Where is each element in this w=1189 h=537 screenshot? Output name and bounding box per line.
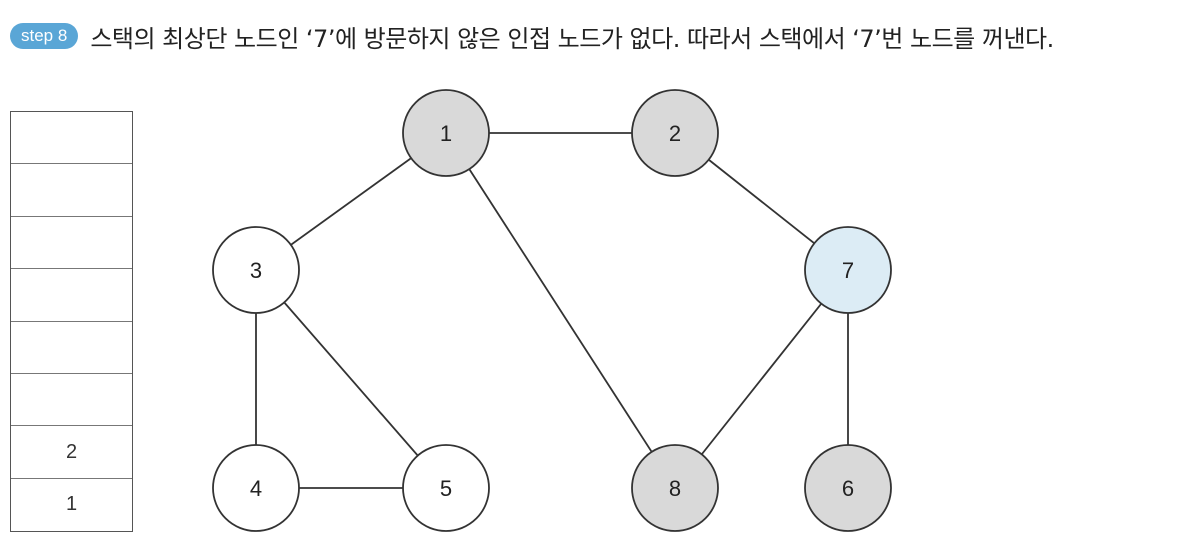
stack-cell: 1	[65, 493, 78, 516]
node-label: 1	[440, 121, 452, 146]
node-label: 2	[669, 121, 681, 146]
step-description: 스택의 최상단 노드인 ‘7’에 방문하지 않은 인접 노드가 없다. 따라서 …	[90, 24, 1054, 53]
node-circle	[631, 444, 719, 532]
stack-cell	[11, 164, 132, 217]
node-circle	[212, 444, 300, 532]
node-6: 6	[804, 444, 892, 532]
node-circle	[804, 444, 892, 532]
stack-cell: 2	[11, 426, 132, 479]
stack-cell	[11, 269, 132, 322]
step-badge: step 8	[10, 23, 79, 49]
node-2: 2	[631, 89, 719, 177]
node-label: 8	[669, 476, 681, 501]
node-circle	[631, 89, 719, 177]
node-circle	[212, 226, 300, 314]
node-7: 7	[804, 226, 892, 314]
edge-7-8	[674, 269, 849, 489]
stack-cell	[11, 112, 132, 165]
stack-cell	[11, 217, 132, 270]
node-label: 4	[250, 476, 262, 501]
node-label: 6	[842, 476, 854, 501]
stack-cell	[11, 322, 132, 374]
node-1: 1	[402, 89, 490, 177]
node-circle	[402, 89, 490, 177]
node-label: 7	[842, 258, 854, 283]
step-header: step 8 스택의 최상단 노드인 ‘7’에 방문하지 않은 인접 노드가 없…	[10, 20, 1054, 53]
stack-cell	[11, 374, 132, 427]
node-label: 5	[440, 476, 452, 501]
node-3: 3	[212, 226, 300, 314]
node-circle	[402, 444, 490, 532]
edge-1-8	[445, 132, 676, 489]
node-circle	[804, 226, 892, 314]
node-label: 3	[250, 258, 262, 283]
edge-3-5	[255, 269, 447, 489]
node-8: 8	[631, 444, 719, 532]
node-5: 5	[402, 444, 490, 532]
node-4: 4	[212, 444, 300, 532]
